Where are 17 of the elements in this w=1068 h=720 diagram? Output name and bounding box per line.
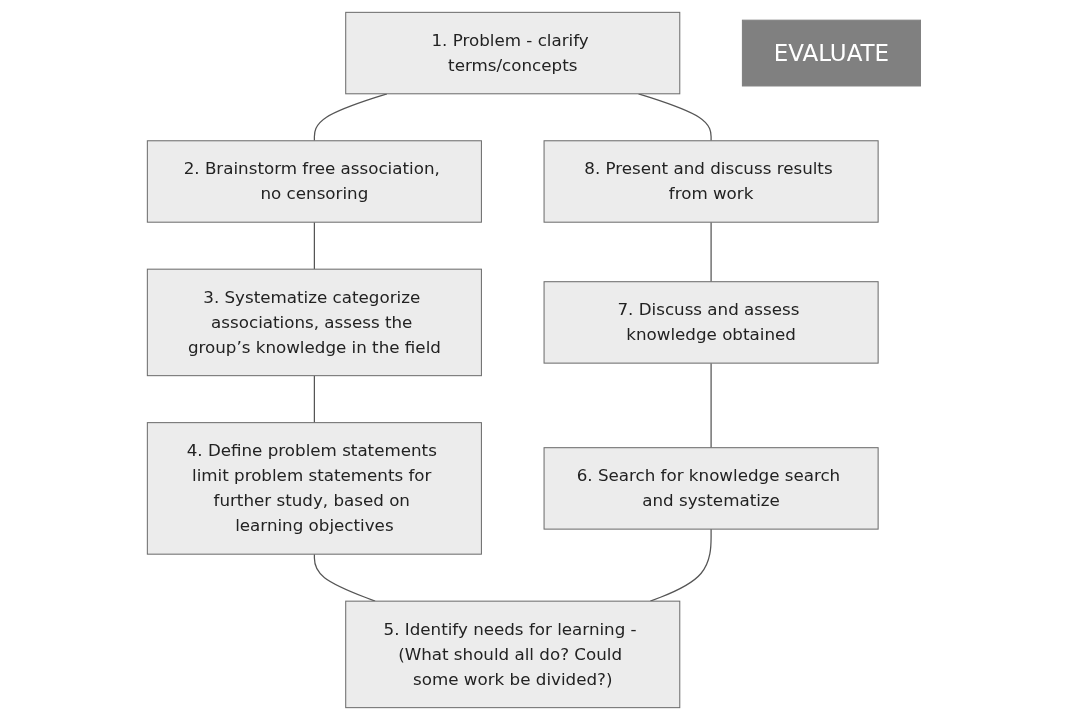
node-box: 3. Systematize categorize associations, assess the group’s knowledge in the field <box>146 268 483 377</box>
connector <box>313 553 376 602</box>
connector <box>313 375 316 424</box>
node-box: EVALUATE <box>742 19 922 87</box>
connector <box>649 528 712 602</box>
connector <box>638 93 712 142</box>
connector <box>313 93 388 142</box>
connector <box>710 221 712 283</box>
node-box: 2. Brainstorm free association, no censoring <box>146 140 483 223</box>
node-box: 7. Discuss and assess knowledge obtained <box>543 281 879 364</box>
connector <box>313 221 316 270</box>
node-box: 8. Present and discuss results from work <box>543 140 879 223</box>
node-box: 5. Identify needs for learning - (What should all do? Could some work be divided?) <box>345 600 681 709</box>
connector <box>710 362 712 449</box>
node-box: 1. Problem - clarify terms/concepts <box>345 11 681 95</box>
node-box: 4. Define problem statements limit problem statements for further study, based on learning objectives <box>146 422 483 555</box>
node-box: 6. Search for knowledge search and systematize <box>543 447 879 530</box>
